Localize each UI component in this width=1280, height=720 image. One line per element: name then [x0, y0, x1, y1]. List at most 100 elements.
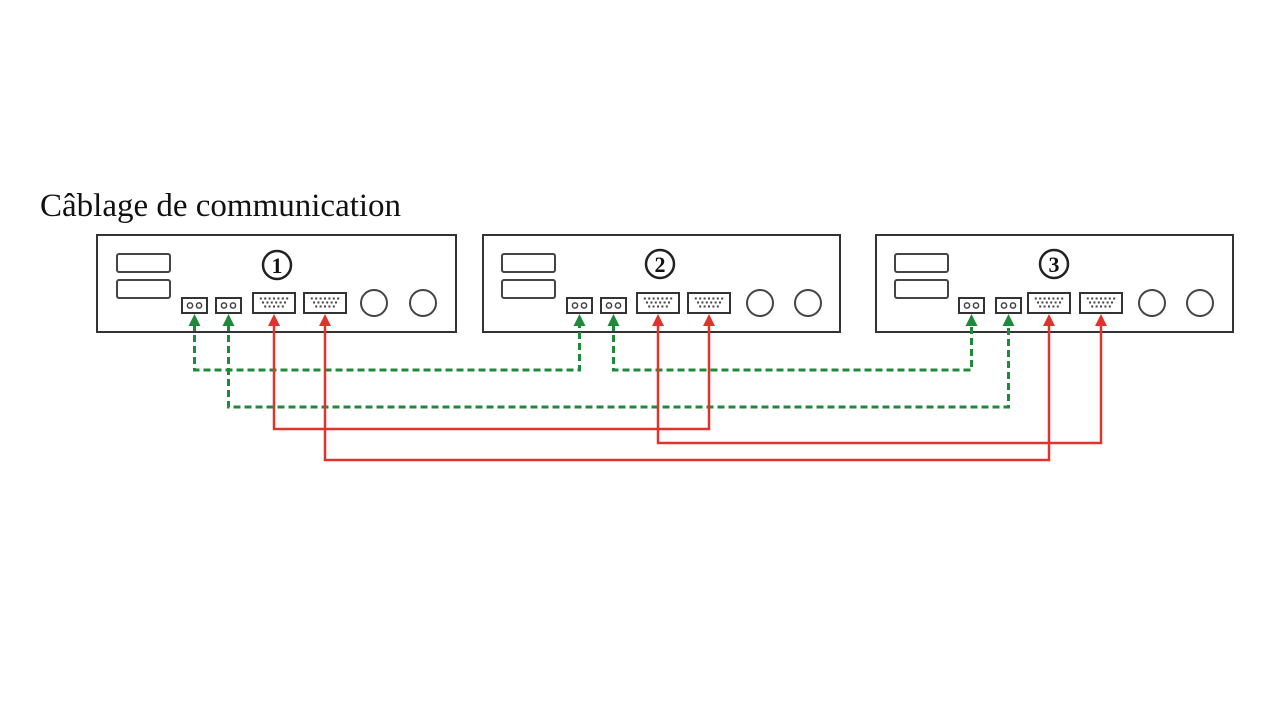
unit-number-label: 2: [655, 252, 666, 277]
cable-green-3[interactable]: [607, 314, 978, 372]
pin: [699, 297, 702, 300]
pin: [281, 297, 284, 300]
pin: [580, 302, 588, 309]
arrow-head-icon: [607, 314, 620, 326]
pin: [332, 305, 335, 308]
pin: [705, 301, 708, 304]
pin: [313, 301, 315, 304]
pin: [328, 305, 331, 308]
pin: [614, 302, 622, 309]
pin: [1095, 305, 1098, 308]
cable-red-5[interactable]: [652, 314, 1107, 445]
knob-left: [1138, 289, 1166, 317]
pin: [650, 301, 653, 304]
port-housing: [687, 292, 731, 314]
pin: [310, 297, 313, 300]
pin: [284, 301, 286, 304]
pin: [1091, 305, 1094, 308]
cable-green-2[interactable]: [222, 314, 1015, 409]
pin: [694, 297, 697, 300]
serial-port-a[interactable]: [252, 292, 296, 314]
comm-port-b[interactable]: [600, 297, 627, 314]
pin: [1009, 302, 1017, 309]
pin: [1104, 305, 1107, 308]
comm-port-a[interactable]: [181, 297, 208, 314]
pin: [643, 297, 646, 300]
units-layer: 1 2 3: [96, 234, 1234, 333]
pin: [657, 297, 659, 300]
pin: [315, 297, 318, 300]
arrow-head-icon: [1043, 314, 1055, 326]
slot-lower: [501, 279, 556, 299]
arrow-head-icon: [1002, 314, 1015, 326]
arrow-head-icon: [222, 314, 235, 326]
pin: [1097, 301, 1100, 304]
pin: [712, 297, 715, 300]
inverter-unit-1: 1: [96, 234, 457, 333]
port-housing: [636, 292, 680, 314]
pin: [654, 301, 657, 304]
knob-right: [1186, 289, 1214, 317]
arrow-head-icon: [652, 314, 664, 326]
serial-port-b[interactable]: [303, 292, 347, 314]
serial-port-a[interactable]: [636, 292, 680, 314]
pin: [719, 301, 721, 304]
knob-right: [409, 289, 437, 317]
pin: [657, 305, 659, 308]
pin: [1113, 297, 1116, 300]
unit-number-label: 1: [272, 253, 283, 278]
pin: [330, 301, 333, 304]
port-housing: [958, 297, 985, 314]
arrow-head-icon: [703, 314, 715, 326]
pin: [1061, 297, 1064, 300]
pin: [266, 301, 269, 304]
arrow-head-icon: [188, 314, 201, 326]
serial-port-b[interactable]: [687, 292, 731, 314]
pin: [648, 297, 651, 300]
cable-green-1[interactable]: [188, 314, 586, 372]
pin: [972, 302, 980, 309]
pin: [1039, 305, 1042, 308]
arrow-head-icon: [319, 314, 331, 326]
port-housing: [566, 297, 593, 314]
pin: [710, 301, 713, 304]
pin: [259, 297, 262, 300]
pin: [659, 301, 662, 304]
pin: [1059, 301, 1061, 304]
pin: [1100, 297, 1102, 300]
pin: [326, 301, 329, 304]
port-housing: [1027, 292, 1071, 314]
pin: [663, 301, 666, 304]
pin: [714, 301, 717, 304]
pin: [716, 297, 719, 300]
pin: [571, 302, 579, 309]
pin: [1095, 297, 1098, 300]
cable-red-6[interactable]: [319, 314, 1055, 462]
pin: [605, 302, 613, 309]
port-housing: [303, 292, 347, 314]
pin: [286, 297, 289, 300]
wires-layer: [188, 314, 1107, 462]
pin: [697, 301, 699, 304]
pin: [317, 301, 320, 304]
comm-port-b[interactable]: [215, 297, 242, 314]
serial-port-a[interactable]: [1027, 292, 1071, 314]
cable-red-4[interactable]: [268, 314, 715, 431]
pin: [668, 301, 670, 304]
unit-number-badge: 3: [1038, 248, 1070, 280]
comm-port-a[interactable]: [958, 297, 985, 314]
pin: [1108, 305, 1111, 308]
pin: [337, 297, 340, 300]
pin: [1050, 301, 1053, 304]
comm-port-a[interactable]: [566, 297, 593, 314]
unit-number-badge: 1: [261, 249, 293, 281]
cable-path: [272, 324, 711, 431]
comm-port-b[interactable]: [995, 297, 1022, 314]
pin: [319, 297, 322, 300]
pin: [1043, 297, 1046, 300]
pin: [277, 297, 280, 300]
serial-port-b[interactable]: [1079, 292, 1123, 314]
slot-upper: [501, 253, 556, 273]
pin: [1086, 297, 1089, 300]
pin: [328, 297, 331, 300]
